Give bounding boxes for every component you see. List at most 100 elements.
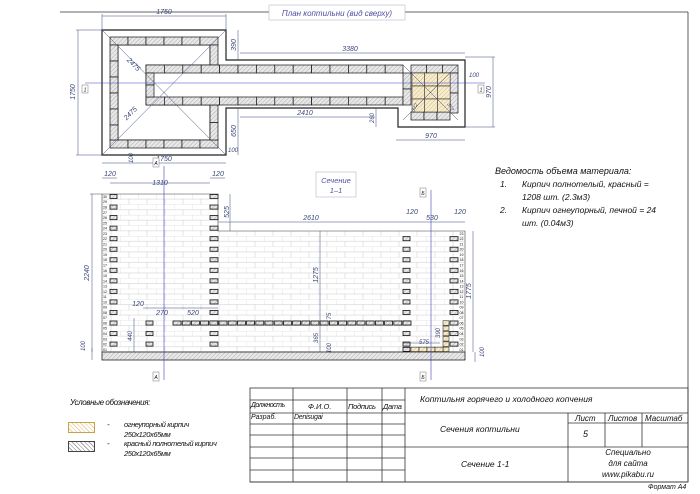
dim-plan-top-width: 1750 bbox=[156, 9, 172, 16]
section-brick bbox=[209, 331, 219, 336]
plan-brick bbox=[181, 139, 201, 149]
dim-section-wall-left: 120 bbox=[104, 171, 116, 178]
section-brick bbox=[109, 225, 118, 231]
plan-brick bbox=[402, 72, 412, 90]
section-brick bbox=[209, 215, 219, 221]
section-title-line1: Сечение bbox=[321, 176, 351, 185]
section-brick bbox=[449, 331, 459, 336]
tb-header-position: Должность bbox=[251, 402, 285, 409]
plan-brick bbox=[311, 96, 331, 106]
fireclay-brick bbox=[411, 72, 425, 87]
row-number-label: 20 bbox=[103, 248, 107, 252]
fireclay-brick bbox=[424, 72, 438, 87]
section-brick bbox=[209, 246, 219, 252]
plan-brick bbox=[109, 60, 119, 78]
dim-section-base-left: 100 bbox=[81, 340, 87, 351]
dim-plan-firebox-height: 970 bbox=[486, 86, 493, 98]
plan-brick bbox=[145, 96, 165, 106]
section-brick bbox=[109, 310, 118, 315]
plan-view: План коптильни (вид сверху) 1 1 1750 175… bbox=[70, 4, 495, 164]
plan-brick bbox=[402, 88, 412, 106]
section-brick bbox=[209, 320, 219, 326]
dim-section-total-height: 2240 bbox=[84, 265, 91, 282]
tb-role: Разраб. bbox=[251, 414, 277, 421]
section-brick bbox=[402, 246, 411, 252]
tb-header-sign: Подпись bbox=[348, 402, 376, 411]
row-number-label: 04 bbox=[103, 332, 107, 336]
plan-brick bbox=[426, 64, 443, 74]
section-view: Сечение 1–1 0102030405060708091011121314… bbox=[81, 157, 486, 382]
fireclay-brick bbox=[424, 98, 438, 113]
section-brick bbox=[109, 204, 118, 210]
dim-section-75: 75 bbox=[327, 312, 333, 319]
dim-section-right-height: 1775 bbox=[466, 283, 473, 299]
row-number-label: 11 bbox=[460, 295, 464, 299]
row-number-label: 03 bbox=[460, 337, 464, 341]
tb-header-name: Ф.И.О. bbox=[308, 402, 332, 411]
row-number-label: 29 bbox=[103, 200, 107, 204]
section-brick bbox=[209, 288, 219, 294]
plan-brick bbox=[329, 64, 349, 74]
row-number-label: 12 bbox=[460, 290, 464, 294]
legend-fireclay-dash: - bbox=[107, 420, 110, 429]
row-number-label: 16 bbox=[460, 269, 464, 273]
plan-title: План коптильни (вид сверху) bbox=[282, 9, 392, 18]
plan-brick bbox=[274, 96, 294, 106]
row-number-label: 03 bbox=[103, 337, 107, 341]
section-brick bbox=[402, 341, 411, 347]
plan-brick bbox=[109, 76, 119, 94]
section-brick bbox=[246, 320, 256, 326]
dim-section-base-right: 100 bbox=[480, 346, 486, 357]
plan-brick bbox=[163, 36, 183, 46]
row-number-label: 08 bbox=[460, 311, 464, 315]
section-brick bbox=[209, 267, 219, 273]
row-number-label: 05 bbox=[103, 327, 107, 331]
row-number-label: 16 bbox=[103, 269, 107, 273]
row-number-label: 15 bbox=[460, 274, 464, 278]
row-number-label: 15 bbox=[103, 274, 107, 278]
row-number-label: 19 bbox=[103, 253, 107, 257]
plan-brick bbox=[237, 64, 257, 74]
tb-author: Denisugai bbox=[294, 414, 323, 421]
material-2-line2: шт. (0.04м3) bbox=[522, 218, 574, 228]
plan-brick bbox=[145, 64, 165, 74]
dim-section-grate-height: 390 bbox=[436, 327, 442, 338]
row-number-label: 06 bbox=[103, 321, 107, 325]
dim-firebox-diagonal-1: 372 bbox=[411, 103, 420, 113]
row-number-label: 10 bbox=[103, 300, 107, 304]
fireclay-brick bbox=[442, 325, 450, 331]
plan-brick bbox=[163, 139, 183, 149]
tb-project-title: Коптильня горячего и холодного копчения bbox=[420, 394, 593, 404]
plan-diagonal bbox=[101, 29, 227, 156]
firebox-diagonal bbox=[402, 64, 459, 121]
plan-brick bbox=[366, 64, 386, 74]
section-brick bbox=[374, 320, 384, 326]
dim-plan-diagonal-1: 2475 bbox=[124, 56, 141, 73]
plan-brick bbox=[127, 36, 147, 46]
section-brick bbox=[109, 236, 118, 242]
plan-brick bbox=[219, 64, 239, 74]
legend-title: Условные обозначения: bbox=[70, 398, 150, 407]
plan-brick bbox=[348, 96, 368, 106]
fireclay-brick bbox=[442, 336, 450, 342]
row-number-label: 01 bbox=[460, 348, 464, 352]
dim-plan-bottom-width: 1750 bbox=[156, 156, 172, 163]
legend-fireclay-swatch bbox=[68, 422, 95, 433]
row-number-label: 11 bbox=[103, 295, 107, 299]
plan-brick bbox=[442, 64, 459, 74]
fireclay-brick bbox=[410, 346, 420, 352]
tb-note-1: Специально bbox=[605, 448, 651, 457]
plan-brick bbox=[274, 64, 294, 74]
dim-section-post-width: 120 bbox=[132, 301, 144, 308]
section-brick bbox=[109, 331, 118, 336]
mark-a-top bbox=[152, 157, 160, 168]
mark-a-bottom bbox=[152, 371, 160, 382]
row-number-label: 09 bbox=[103, 306, 107, 310]
plan-brick bbox=[256, 64, 276, 74]
row-number-label: 04 bbox=[460, 332, 464, 336]
section-brick bbox=[402, 288, 411, 294]
tb-drawing-title: Сечение 1-1 bbox=[461, 459, 510, 469]
section-brick bbox=[172, 320, 182, 326]
section-brick bbox=[402, 346, 411, 352]
